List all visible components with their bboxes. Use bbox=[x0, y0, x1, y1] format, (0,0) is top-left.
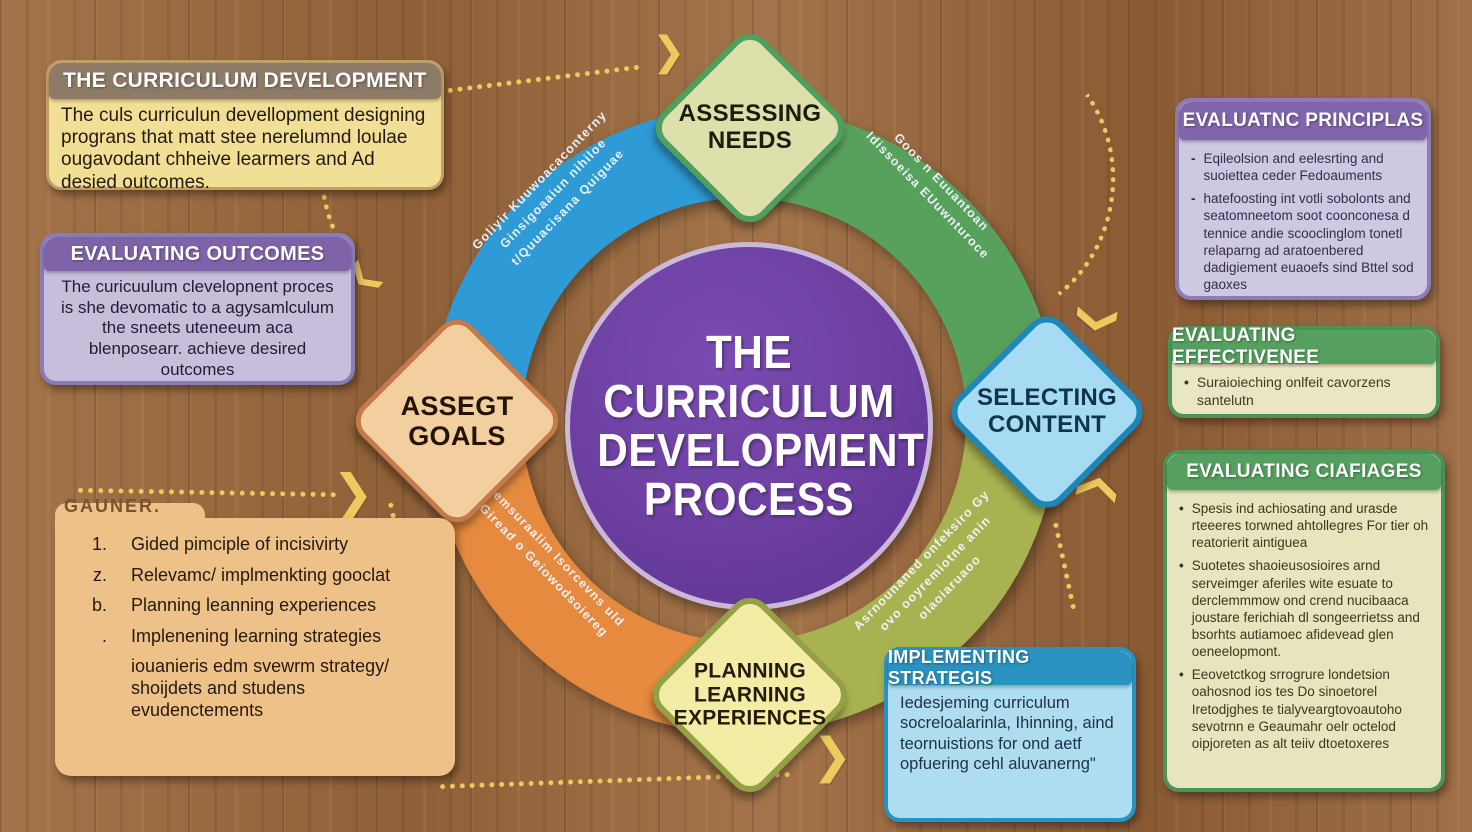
curriculum-development-box: THE CURRICULUM DEVELOPMENT The culs curr… bbox=[46, 60, 444, 193]
chevron-down-icon bbox=[1077, 301, 1121, 340]
gauner-label: GAUNER. bbox=[64, 496, 162, 516]
evaluating-outcomes-title: EVALUATING OUTCOMES bbox=[44, 237, 351, 271]
center-title: THE CURRICULUM DEVELOPMENT PROCESS bbox=[597, 325, 925, 526]
implementing-strategies-title: IMPLEMENTING STRATEGIS bbox=[888, 647, 1132, 688]
bullet-icon: • bbox=[1179, 667, 1184, 683]
list-marker: 1. bbox=[91, 534, 107, 554]
bullet-text: Suraioieching onlfeit cavorzens santelut… bbox=[1196, 374, 1391, 408]
list-marker: . bbox=[101, 625, 107, 646]
list-text: Planning leanning experiences bbox=[131, 595, 377, 616]
chevron-right-icon bbox=[652, 32, 686, 72]
bullet-item: • Suotetes shaoieusosioires arnd serveim… bbox=[1179, 557, 1431, 660]
bullet-icon: • bbox=[1179, 558, 1184, 574]
bullet-item: - Eqileolsion and eelesrting and suoiett… bbox=[1191, 150, 1417, 184]
bullet-icon: • bbox=[1179, 501, 1184, 516]
evaluating-effectiveness-title: EVALUATING EFFECTIVENEE bbox=[1172, 325, 1436, 368]
evaluating-challenges-box: EVALUATING CIAFIAGES • Spesis ind achios… bbox=[1163, 450, 1445, 792]
effectiveness-bullets: • Suraioieching onlfeit cavorzens santel… bbox=[1172, 364, 1436, 422]
diamond-assessing-needs-label: ASSESSING NEEDS bbox=[678, 100, 822, 154]
list-text: Gided pimciple of incisivirty bbox=[131, 534, 349, 554]
list-item: b. Planning leanning experiences bbox=[81, 595, 441, 617]
list-text: Implenening learning strategies bbox=[131, 625, 382, 646]
bullet-icon: • bbox=[1184, 374, 1189, 390]
diamond-selecting-content-label: SELECTING CONTENT bbox=[976, 384, 1118, 438]
bullet-icon: - bbox=[1191, 191, 1196, 207]
list-marker: z. bbox=[92, 564, 107, 585]
list-item: . Implenening learning strategies bbox=[81, 626, 441, 648]
evaluating-principles-title: EVALUATNC PRINCIPLAS bbox=[1179, 102, 1427, 140]
bullet-text: Eeovetctkog srrogrure londetsion oahosno… bbox=[1191, 667, 1402, 751]
list-item: 1. Gided pimciple of incisivirty bbox=[81, 534, 441, 556]
list-marker: b. bbox=[91, 595, 107, 616]
bullet-icon: - bbox=[1191, 151, 1196, 166]
gauner-list: 1. Gided pimciple of incisivirty z. Rele… bbox=[55, 518, 455, 740]
list-item: iouanieris edm svewrm strategy/ shoijdet… bbox=[81, 656, 441, 721]
evaluating-outcomes-box: EVALUATING OUTCOMES The curicuulum cleve… bbox=[40, 233, 355, 385]
bullet-text: hatefoosting int votli sobolonts and sea… bbox=[1203, 191, 1414, 292]
evaluating-effectiveness-box: EVALUATING EFFECTIVENEE • Suraioieching … bbox=[1168, 325, 1440, 418]
list-marker bbox=[81, 656, 107, 721]
bullet-text: Eqileolsion and eelesrting and suoiettea… bbox=[1203, 151, 1384, 184]
list-text: Relevamc/ implmenkting gooclat bbox=[131, 564, 391, 585]
challenges-bullets: • Spesis ind achiosating and urasde rtee… bbox=[1167, 490, 1441, 764]
implementing-strategies-box: IMPLEMENTING STRATEGIS Iedesjeming curri… bbox=[884, 647, 1136, 822]
list-item: z. Relevamc/ implmenkting gooclat bbox=[81, 565, 441, 587]
evaluating-outcomes-body: The curicuulum clevelopnent proces is sh… bbox=[60, 277, 335, 379]
evaluating-principles-box: EVALUATNC PRINCIPLAS - Eqileolsion and e… bbox=[1175, 98, 1431, 300]
diamond-assegt-goals-label: ASSEGT GOALS bbox=[400, 390, 514, 451]
chevron-right-large-icon bbox=[332, 468, 374, 518]
chevron-right-bottom-icon bbox=[812, 732, 852, 780]
curriculum-development-box-title: THE CURRICULUM DEVELOPMENT bbox=[49, 63, 441, 99]
implementing-strategies-body: Iedesjeming curriculum socreloalarinla, … bbox=[900, 694, 1114, 774]
bullet-item: • Eeovetctkog srrogrure londetsion oahos… bbox=[1179, 666, 1431, 752]
bullet-item: • Spesis ind achiosating and urasde rtee… bbox=[1179, 500, 1431, 551]
bullet-text: Spesis ind achiosating and urasde rteeer… bbox=[1191, 501, 1429, 551]
bullet-item: - hatefoosting int votli sobolonts and s… bbox=[1191, 190, 1417, 293]
principles-bullets: - Eqileolsion and eelesrting and suoiett… bbox=[1179, 140, 1427, 305]
diamond-planning-learning-label: PLANNING LEARNING EXPERIENCES bbox=[673, 659, 827, 730]
gauner-list-box: 1. Gided pimciple of incisivirty z. Rele… bbox=[55, 503, 455, 776]
bullet-text: Suotetes shaoieusosioires arnd serveimge… bbox=[1191, 558, 1420, 660]
bullet-item: • Suraioieching onlfeit cavorzens santel… bbox=[1184, 374, 1426, 410]
curriculum-development-box-body: The culs curriculun devellopment designi… bbox=[61, 105, 426, 193]
list-text: iouanieris edm svewrm strategy/ shoijdet… bbox=[131, 656, 390, 720]
center-title-circle: THE CURRICULUM DEVELOPMENT PROCESS bbox=[565, 242, 933, 610]
evaluating-challenges-title: EVALUATING CIAFIAGES bbox=[1167, 454, 1441, 490]
